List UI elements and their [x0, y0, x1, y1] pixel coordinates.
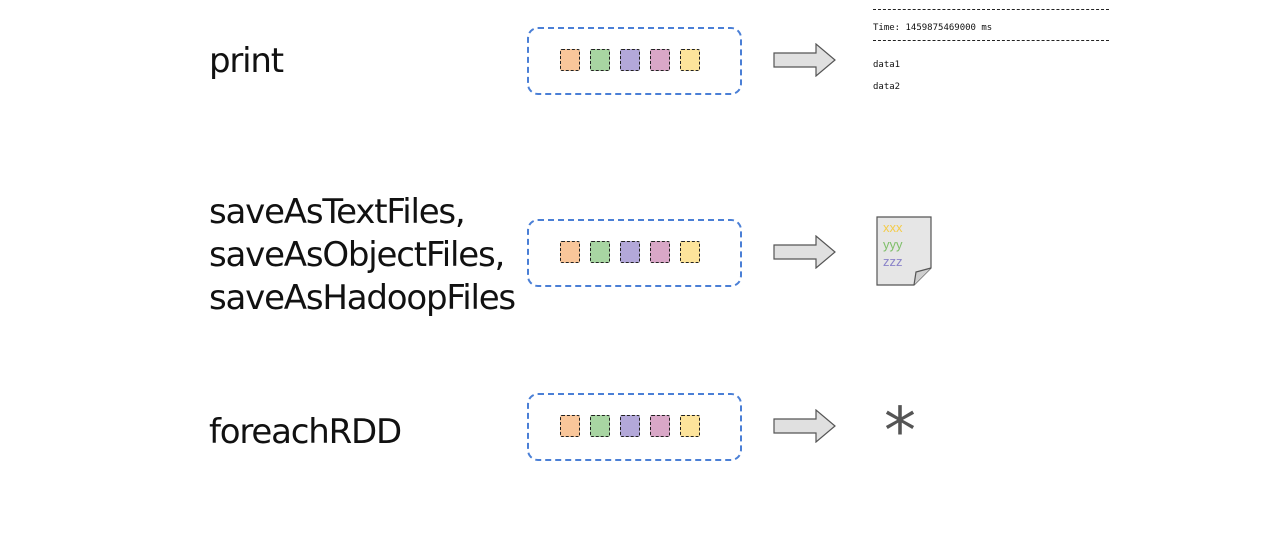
console-divider — [873, 9, 1109, 10]
rdd-square — [650, 415, 670, 437]
label-line: saveAsTextFiles, — [209, 192, 466, 232]
rdd-square — [620, 415, 640, 437]
console-time-line: Time: 1459875469000 ms — [873, 23, 993, 33]
rdd-square — [590, 49, 610, 71]
dstream-box — [527, 27, 742, 95]
operation-label-print: print — [209, 40, 284, 83]
rdd-square — [590, 415, 610, 437]
file-content-line: yyy — [883, 237, 903, 252]
label-line: foreachRDD — [209, 412, 402, 452]
rdd-square — [680, 49, 700, 71]
label-line: saveAsObjectFiles, — [209, 235, 505, 275]
rdd-batch-list — [560, 415, 700, 437]
rdd-square — [650, 241, 670, 263]
rdd-square — [620, 49, 640, 71]
dstream-box — [527, 393, 742, 461]
rdd-square — [620, 241, 640, 263]
console-data-line: data2 — [873, 82, 901, 92]
dstream-box — [527, 219, 742, 287]
rdd-square — [680, 241, 700, 263]
rdd-batch-list — [560, 49, 700, 71]
label-line: saveAsHadoopFiles — [209, 278, 516, 318]
asterisk-icon: * — [884, 395, 916, 469]
console-output: Time: 1459875469000 ms data1 data2 — [873, 9, 1109, 93]
rdd-square — [560, 49, 580, 71]
operation-label-foreach: foreachRDD — [209, 411, 402, 454]
rdd-batch-list — [560, 241, 700, 263]
console-data-line: data1 — [873, 60, 901, 70]
console-divider — [873, 40, 1109, 41]
file-content-line: zzz — [883, 254, 903, 269]
right-arrow-icon — [773, 43, 836, 77]
rdd-square — [650, 49, 670, 71]
rdd-square — [560, 415, 580, 437]
right-arrow-icon — [773, 235, 836, 269]
rdd-square — [680, 415, 700, 437]
document-icon — [876, 216, 932, 286]
rdd-square — [590, 241, 610, 263]
right-arrow-icon — [773, 409, 836, 443]
rdd-square — [560, 241, 580, 263]
label-line: print — [209, 41, 284, 81]
operation-label-save: saveAsTextFiles, saveAsObjectFiles, save… — [209, 191, 516, 320]
file-content-line: xxx — [883, 220, 903, 235]
